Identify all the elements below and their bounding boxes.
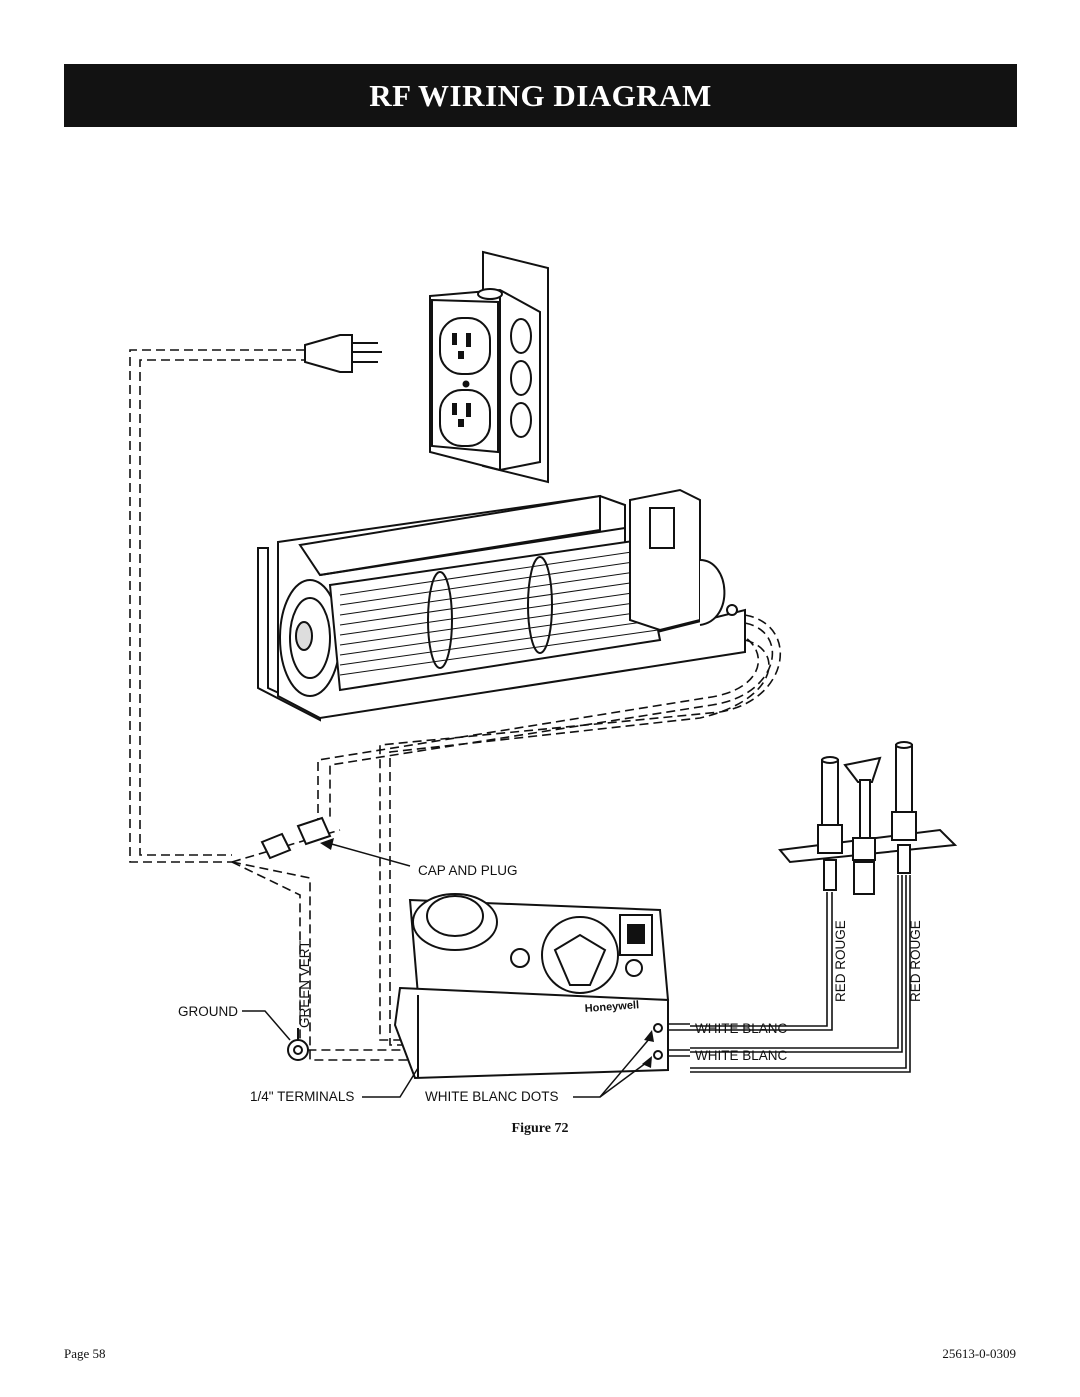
dots-arrow-2	[642, 1056, 652, 1068]
brand-logo: Honeywell	[584, 999, 639, 1015]
ground-ring-icon	[287, 1028, 309, 1061]
cap-plug-leader	[327, 842, 411, 867]
white-blanc-dots-label: WHITE BLANC DOTS	[425, 1089, 559, 1104]
white-blanc-label-1: WHITE BLANC	[695, 1021, 788, 1036]
page-number: Page 58	[64, 1346, 106, 1361]
dashed-wires	[129, 349, 781, 1061]
red-rouge-label-2: RED ROUGE	[908, 920, 923, 1002]
document-number: 25613-0-0309	[942, 1346, 1016, 1361]
connector-plug-icon	[260, 816, 332, 860]
pilot-wires	[668, 875, 911, 1073]
ground-leader	[242, 1010, 291, 1041]
page-title: RF WIRING DIAGRAM	[369, 77, 712, 113]
white-blanc-label-2: WHITE BLANC	[695, 1048, 788, 1063]
fan-blades	[339, 549, 659, 676]
terminals-label: 1/4" TERMINALS	[250, 1089, 354, 1104]
ground-label: GROUND	[178, 1004, 238, 1019]
gas-valve-icon: Honeywell	[393, 893, 670, 1080]
blower-fan-icon	[257, 488, 746, 722]
dots-leader-2	[599, 1059, 651, 1098]
wall-outlet-icon	[429, 250, 549, 484]
figure-caption: Figure 72	[511, 1121, 569, 1136]
pilot-assembly-icon	[778, 741, 958, 895]
power-plug-icon	[304, 334, 382, 373]
green-vert-label: GREEN VERT	[297, 940, 312, 1028]
title-banner: RF WIRING DIAGRAM	[64, 64, 1017, 127]
terminals-leader	[362, 1067, 419, 1098]
cap-plug-arrow	[320, 838, 334, 850]
red-rouge-label-1: RED ROUGE	[833, 920, 848, 1002]
dots-arrow-1	[644, 1030, 654, 1042]
cap-and-plug-label: CAP AND PLUG	[418, 863, 518, 878]
